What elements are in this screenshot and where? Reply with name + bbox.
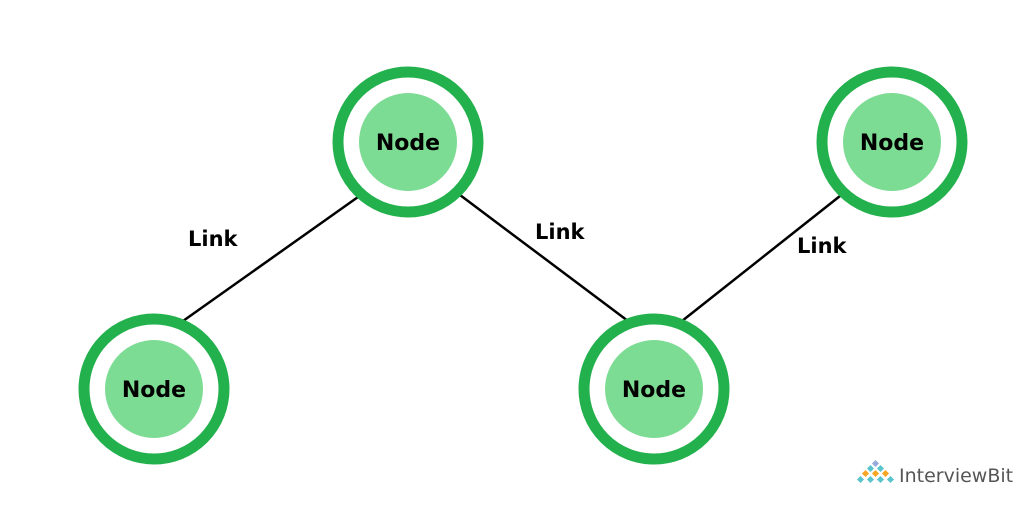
link-line-2 <box>459 194 629 322</box>
interviewbit-logo: InterviewBit <box>856 459 1013 487</box>
node-4: Node <box>816 66 968 218</box>
node-3: Node <box>578 313 730 465</box>
node-1: Node <box>332 66 484 218</box>
link-label-1: Link <box>188 227 239 251</box>
node-label-1: Node <box>376 131 440 156</box>
node-2: Node <box>78 313 230 465</box>
logo-text: InterviewBit <box>899 465 1013 487</box>
logo-mark-icon <box>856 459 895 484</box>
node-label-3: Node <box>622 378 686 403</box>
node-label-4: Node <box>860 131 924 156</box>
link-line-1 <box>182 195 359 323</box>
link-label-3: Link <box>797 234 848 258</box>
links <box>182 194 841 323</box>
link-line-3 <box>681 195 841 322</box>
node-label-2: Node <box>122 378 186 403</box>
link-label-2: Link <box>535 220 586 244</box>
